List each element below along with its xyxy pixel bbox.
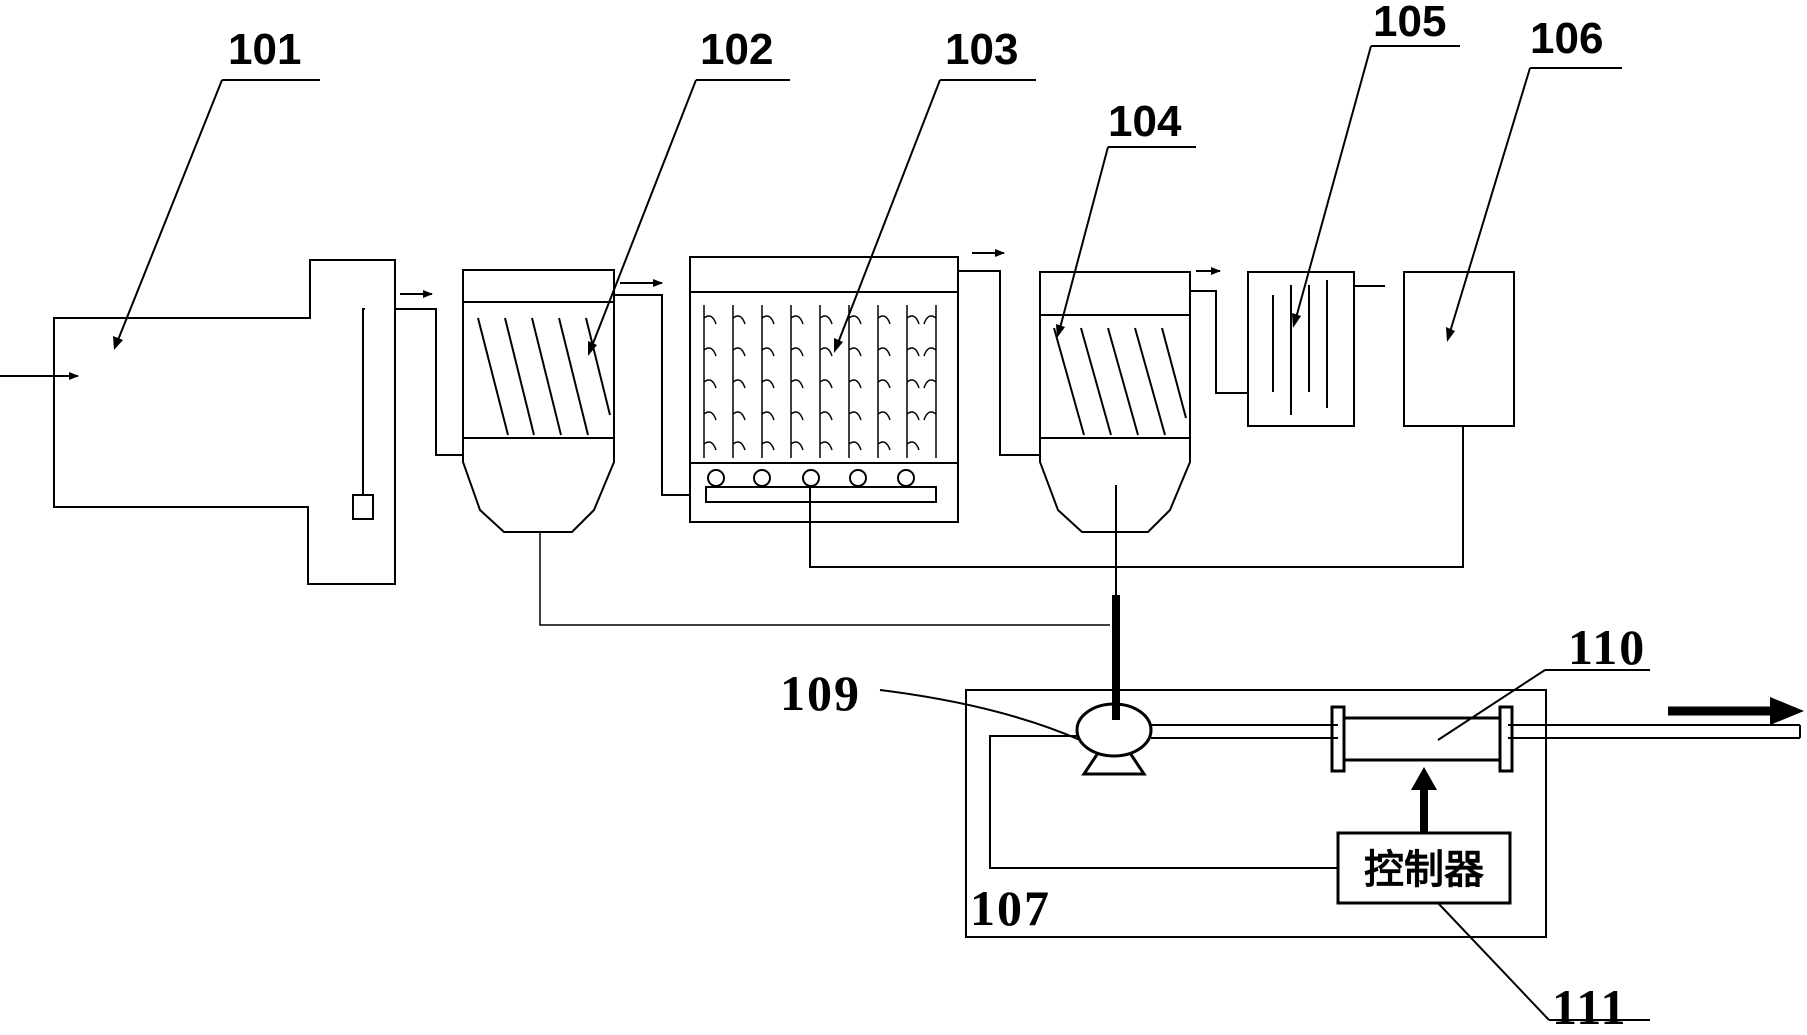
pump-109 bbox=[1075, 702, 1153, 776]
label-106: 106 bbox=[1530, 14, 1603, 63]
return-pipe-106 bbox=[809, 426, 1464, 568]
pipe-104-105 bbox=[1190, 290, 1248, 394]
label-109: 109 bbox=[780, 665, 861, 721]
settler-102 bbox=[462, 269, 615, 533]
settler-104 bbox=[1039, 271, 1191, 533]
outlet-arrow bbox=[1668, 697, 1804, 725]
outlet-pipe bbox=[1151, 724, 1801, 739]
label-101: 101 bbox=[228, 25, 301, 74]
label-111: 111 bbox=[1552, 979, 1627, 1035]
unit-107-box bbox=[965, 689, 1547, 938]
label-110: 110 bbox=[1568, 619, 1646, 675]
pipe-102-103 bbox=[614, 294, 690, 496]
control-line-pump bbox=[989, 735, 1338, 869]
label-105: 105 bbox=[1373, 0, 1446, 46]
label-102: 102 bbox=[700, 25, 773, 74]
pipe-103-104 bbox=[958, 270, 1040, 456]
pipe-101-102 bbox=[395, 308, 463, 456]
tank-101 bbox=[53, 259, 396, 585]
label-103: 103 bbox=[945, 25, 1018, 74]
level-sensor bbox=[352, 308, 374, 520]
controller-label: 控制器 bbox=[1364, 847, 1485, 893]
sludge-pipe-102 bbox=[539, 532, 1110, 626]
reactor-103 bbox=[689, 256, 959, 523]
tank-105 bbox=[1247, 271, 1355, 427]
control-arrow bbox=[1411, 767, 1437, 833]
reactor-110 bbox=[1330, 705, 1514, 773]
tank-106 bbox=[1403, 271, 1515, 427]
label-107: 107 bbox=[970, 880, 1051, 936]
leader-lines bbox=[117, 45, 1650, 1021]
leader-arrowheads bbox=[113, 313, 1455, 356]
label-104: 104 bbox=[1108, 97, 1182, 146]
